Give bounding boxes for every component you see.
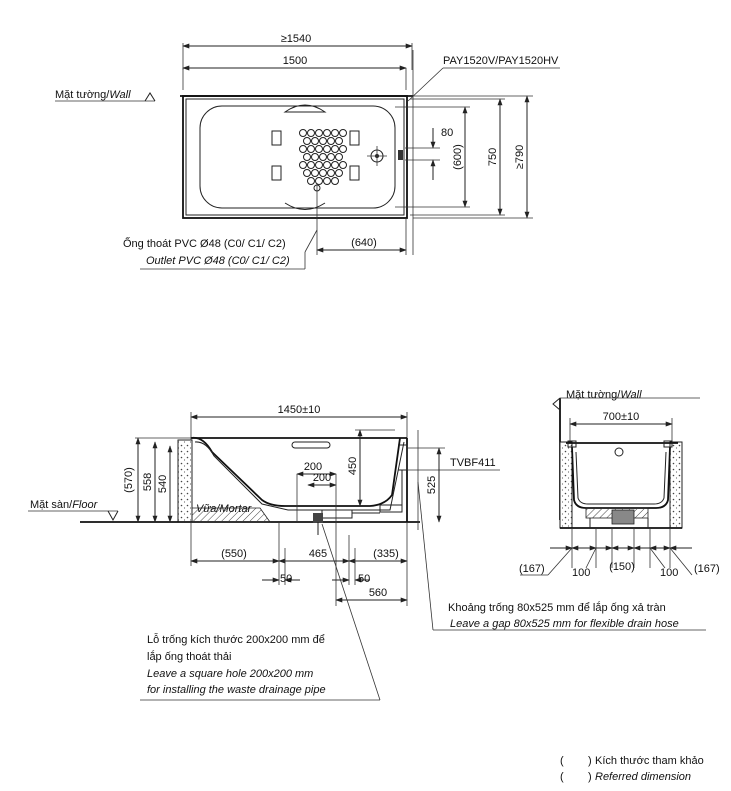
end-view: Mặt tường/Wall 700±10 <box>519 389 720 579</box>
dim-end-width: 700±10 <box>603 411 640 423</box>
top-view: ≥1540 1500 Mặt tường/Wall <box>55 33 560 270</box>
dim-end-100-right: 100 <box>660 567 678 579</box>
dim-square-200-a: 200 <box>304 461 322 473</box>
hole-note-vi-2: lắp ống thoát thải <box>147 650 231 663</box>
gap-note-vi: Khoảng trống 80x525 mm để lắp ống xả trà… <box>448 601 666 614</box>
dim-h570: (570) <box>123 467 135 493</box>
dim-50-left: 50 <box>280 573 292 585</box>
dim-465: 465 <box>309 548 327 560</box>
anti-slip-pattern <box>299 129 347 185</box>
dim-335: (335) <box>373 548 399 560</box>
dim-50-right: 50 <box>358 573 370 585</box>
model-label: PAY1520V/PAY1520HV <box>443 55 559 67</box>
dim-h558: 558 <box>142 473 154 491</box>
legend-paren-2b: ) <box>588 771 592 783</box>
dim-end-150: (150) <box>609 561 635 573</box>
wall-label-end: Mặt tường/Wall <box>566 389 642 401</box>
outlet-label-vi: Ống thoát PVC Ø48 (C0/ C1/ C2) <box>123 236 286 250</box>
dim-side-length: 1450±10 <box>278 404 321 416</box>
dim-end-167-right: (167) <box>694 563 720 575</box>
dim-h450: 450 <box>347 457 359 475</box>
notes: Khoảng trống 80x525 mm để lắp ống xả trà… <box>140 481 706 701</box>
dim-square-200-b: 200 <box>313 472 331 484</box>
floor-label: Mặt sàn/Floor <box>30 499 99 511</box>
dim-width-750: 750 <box>487 148 499 166</box>
dim-overflow-80: 80 <box>441 127 453 139</box>
side-view: 1450±10 Mặt sàn/Floor Vữa/Mortar TVBF411 <box>28 404 500 606</box>
gap-note-en: Leave a gap 80x525 mm for flexible drain… <box>450 618 679 630</box>
mortar-label: Vữa/Mortar <box>196 503 253 515</box>
hole-note-en-1: Leave a square hole 200x200 mm <box>147 668 313 680</box>
dim-overall-length: ≥1540 <box>281 33 312 45</box>
dim-560: 560 <box>369 587 387 599</box>
dim-end-100-left: 100 <box>572 567 590 579</box>
legend-paren-1: ( <box>560 755 564 767</box>
hole-note-en-2: for installing the waste drainage pipe <box>147 684 326 696</box>
legend-paren-1b: ) <box>588 755 592 767</box>
dim-length: 1500 <box>283 55 307 67</box>
dim-outlet-640: (640) <box>351 237 377 249</box>
dim-inner-600: (600) <box>452 144 464 170</box>
dim-550: (550) <box>221 548 247 560</box>
dim-h540: 540 <box>157 475 169 493</box>
dim-h525: 525 <box>426 476 438 494</box>
dim-end-167-left: (167) <box>519 563 545 575</box>
outlet-label-en: Outlet PVC Ø48 (C0/ C1/ C2) <box>146 255 290 267</box>
drain-model-label: TVBF411 <box>450 457 496 469</box>
hole-note-vi-1: Lỗ trống kích thước 200x200 mm để <box>147 633 325 646</box>
legend-paren-2: ( <box>560 771 564 783</box>
dim-overall-width: ≥790 <box>514 145 526 169</box>
legend-ref-vi: Kích thước tham khảo <box>595 755 704 767</box>
legend-ref-en: Referred dimension <box>595 771 691 783</box>
wall-label-top: Mặt tường/Wall <box>55 89 131 101</box>
legend: ( ) Kích thước tham khảo ( ) Referred di… <box>560 755 704 783</box>
